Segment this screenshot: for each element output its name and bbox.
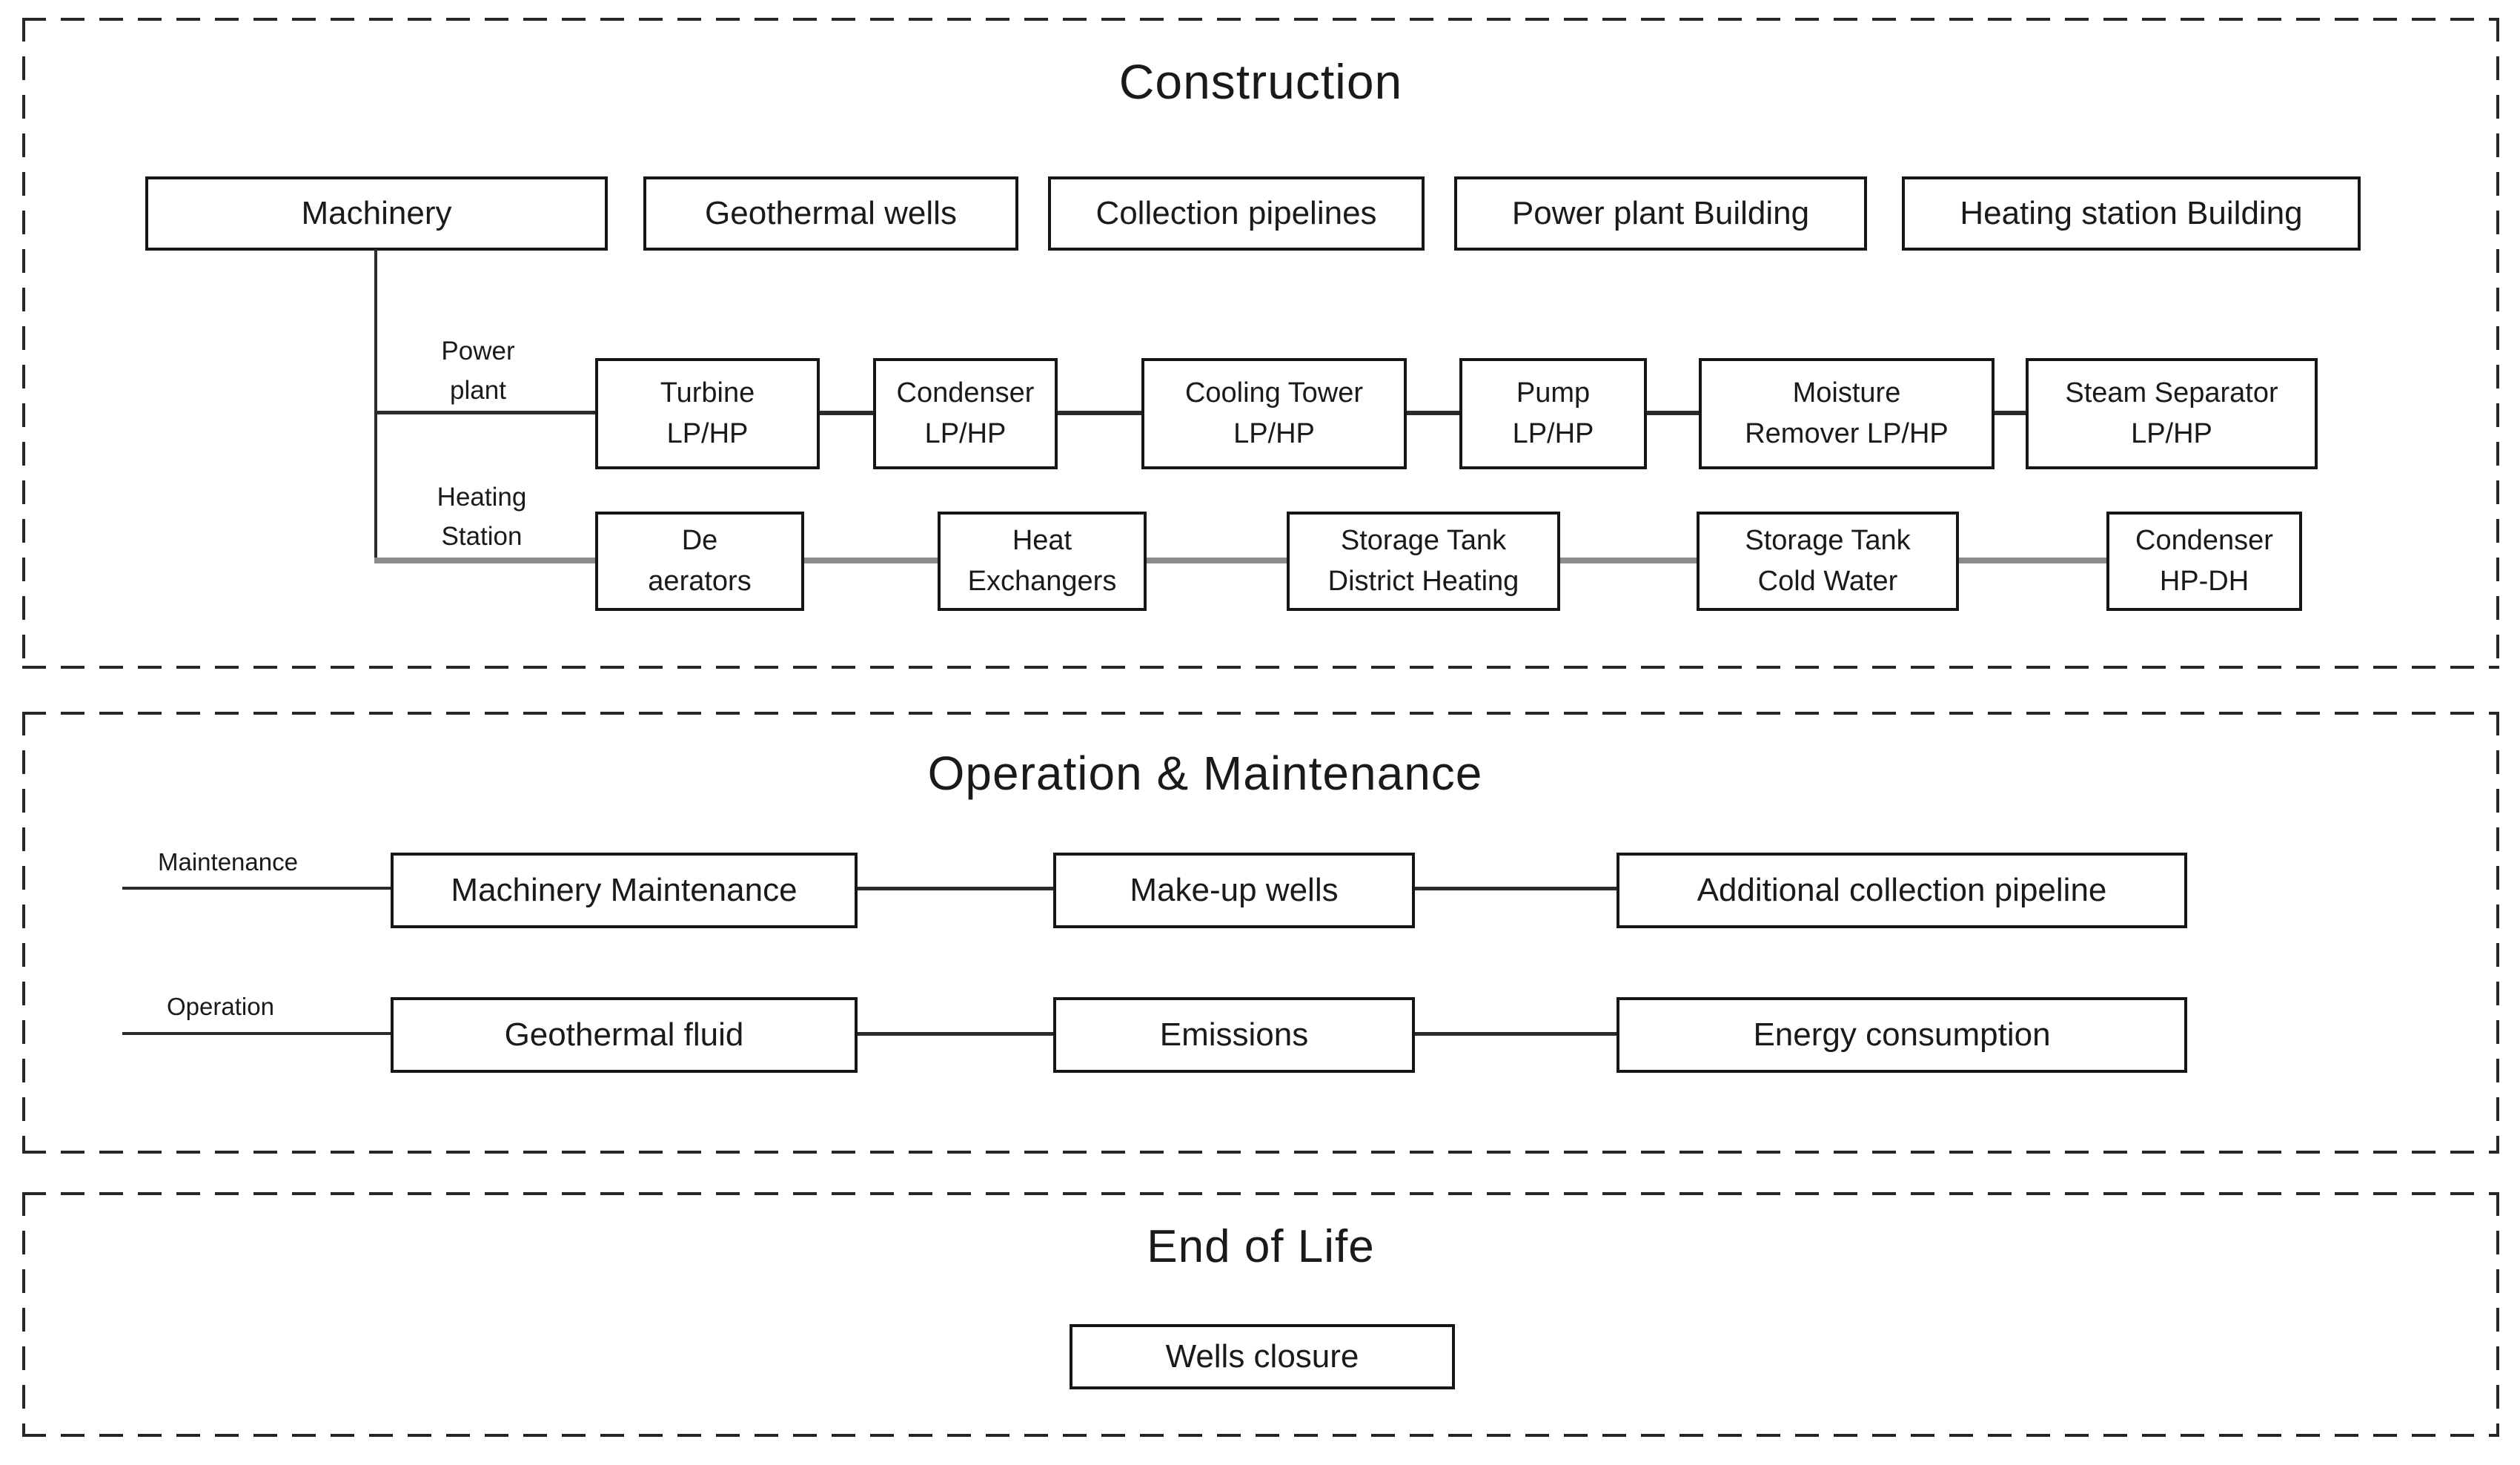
- box-condenser-hp-dh: Condenser HP-DH: [2106, 512, 2302, 611]
- connector-power-plant-branch: [374, 411, 595, 414]
- box-storage-tank-cold-water: Storage Tank Cold Water: [1697, 512, 1959, 611]
- box-geothermal-fluid: Geothermal fluid: [391, 997, 858, 1073]
- box-energy-consumption: Energy consumption: [1617, 997, 2187, 1073]
- branch-label-heating-station: Heating Station: [437, 483, 527, 551]
- box-heating-station-building: Heating station Building: [1902, 176, 2361, 251]
- box-make-up-wells: Make-up wells: [1053, 853, 1415, 928]
- connector-power-1: [820, 411, 873, 415]
- connector-heating-2: [1147, 558, 1287, 563]
- row-label-maintenance: Maintenance: [158, 848, 298, 876]
- connector-heating-station-branch: [374, 558, 595, 563]
- branch-label-power-plant: Power plant: [441, 337, 515, 405]
- box-machinery-maintenance: Machinery Maintenance: [391, 853, 858, 928]
- connector-machinery-vertical: [374, 249, 377, 561]
- connector-operation-1: [858, 1032, 1053, 1036]
- box-turbine-lp-hp: Turbine LP/HP: [595, 358, 820, 469]
- box-steam-separator-lp-hp: Steam Separator LP/HP: [2026, 358, 2318, 469]
- end-of-life-phase-container: [22, 1192, 2499, 1437]
- box-machinery: Machinery: [145, 176, 608, 251]
- row-label-operation: Operation: [167, 993, 274, 1020]
- box-geothermal-wells: Geothermal wells: [643, 176, 1018, 251]
- connector-operation-2: [1415, 1032, 1617, 1036]
- box-cooling-tower-lp-hp: Cooling Tower LP/HP: [1141, 358, 1407, 469]
- connector-maintenance-1: [858, 887, 1053, 890]
- section-title-operation-maintenance: Operation & Maintenance: [927, 747, 1483, 800]
- box-collection-pipelines: Collection pipelines: [1048, 176, 1425, 251]
- box-de-aerators: De aerators: [595, 512, 804, 611]
- connector-power-4: [1647, 411, 1699, 415]
- connector-power-2: [1058, 411, 1141, 415]
- operation-maintenance-phase-container: [22, 712, 2499, 1154]
- connector-heating-1: [804, 558, 938, 563]
- connector-power-5: [1995, 411, 2026, 415]
- box-pump-lp-hp: Pump LP/HP: [1459, 358, 1647, 469]
- box-additional-collection-pipeline: Additional collection pipeline: [1617, 853, 2187, 928]
- section-title-end-of-life: End of Life: [1147, 1221, 1375, 1272]
- box-condenser-lp-hp: Condenser LP/HP: [873, 358, 1058, 469]
- connector-operation-lead: [122, 1032, 391, 1035]
- connector-power-3: [1407, 411, 1459, 415]
- box-power-plant-building: Power plant Building: [1454, 176, 1867, 251]
- connector-maintenance-2: [1415, 887, 1617, 890]
- connector-maintenance-lead: [122, 887, 391, 890]
- box-heat-exchangers: Heat Exchangers: [938, 512, 1147, 611]
- box-storage-tank-district-heating: Storage Tank District Heating: [1287, 512, 1560, 611]
- connector-heating-4: [1959, 558, 2106, 563]
- box-emissions: Emissions: [1053, 997, 1415, 1073]
- box-moisture-remover-lp-hp: Moisture Remover LP/HP: [1699, 358, 1995, 469]
- section-title-construction: Construction: [1118, 54, 1403, 109]
- connector-heating-3: [1560, 558, 1697, 563]
- box-wells-closure: Wells closure: [1070, 1324, 1455, 1389]
